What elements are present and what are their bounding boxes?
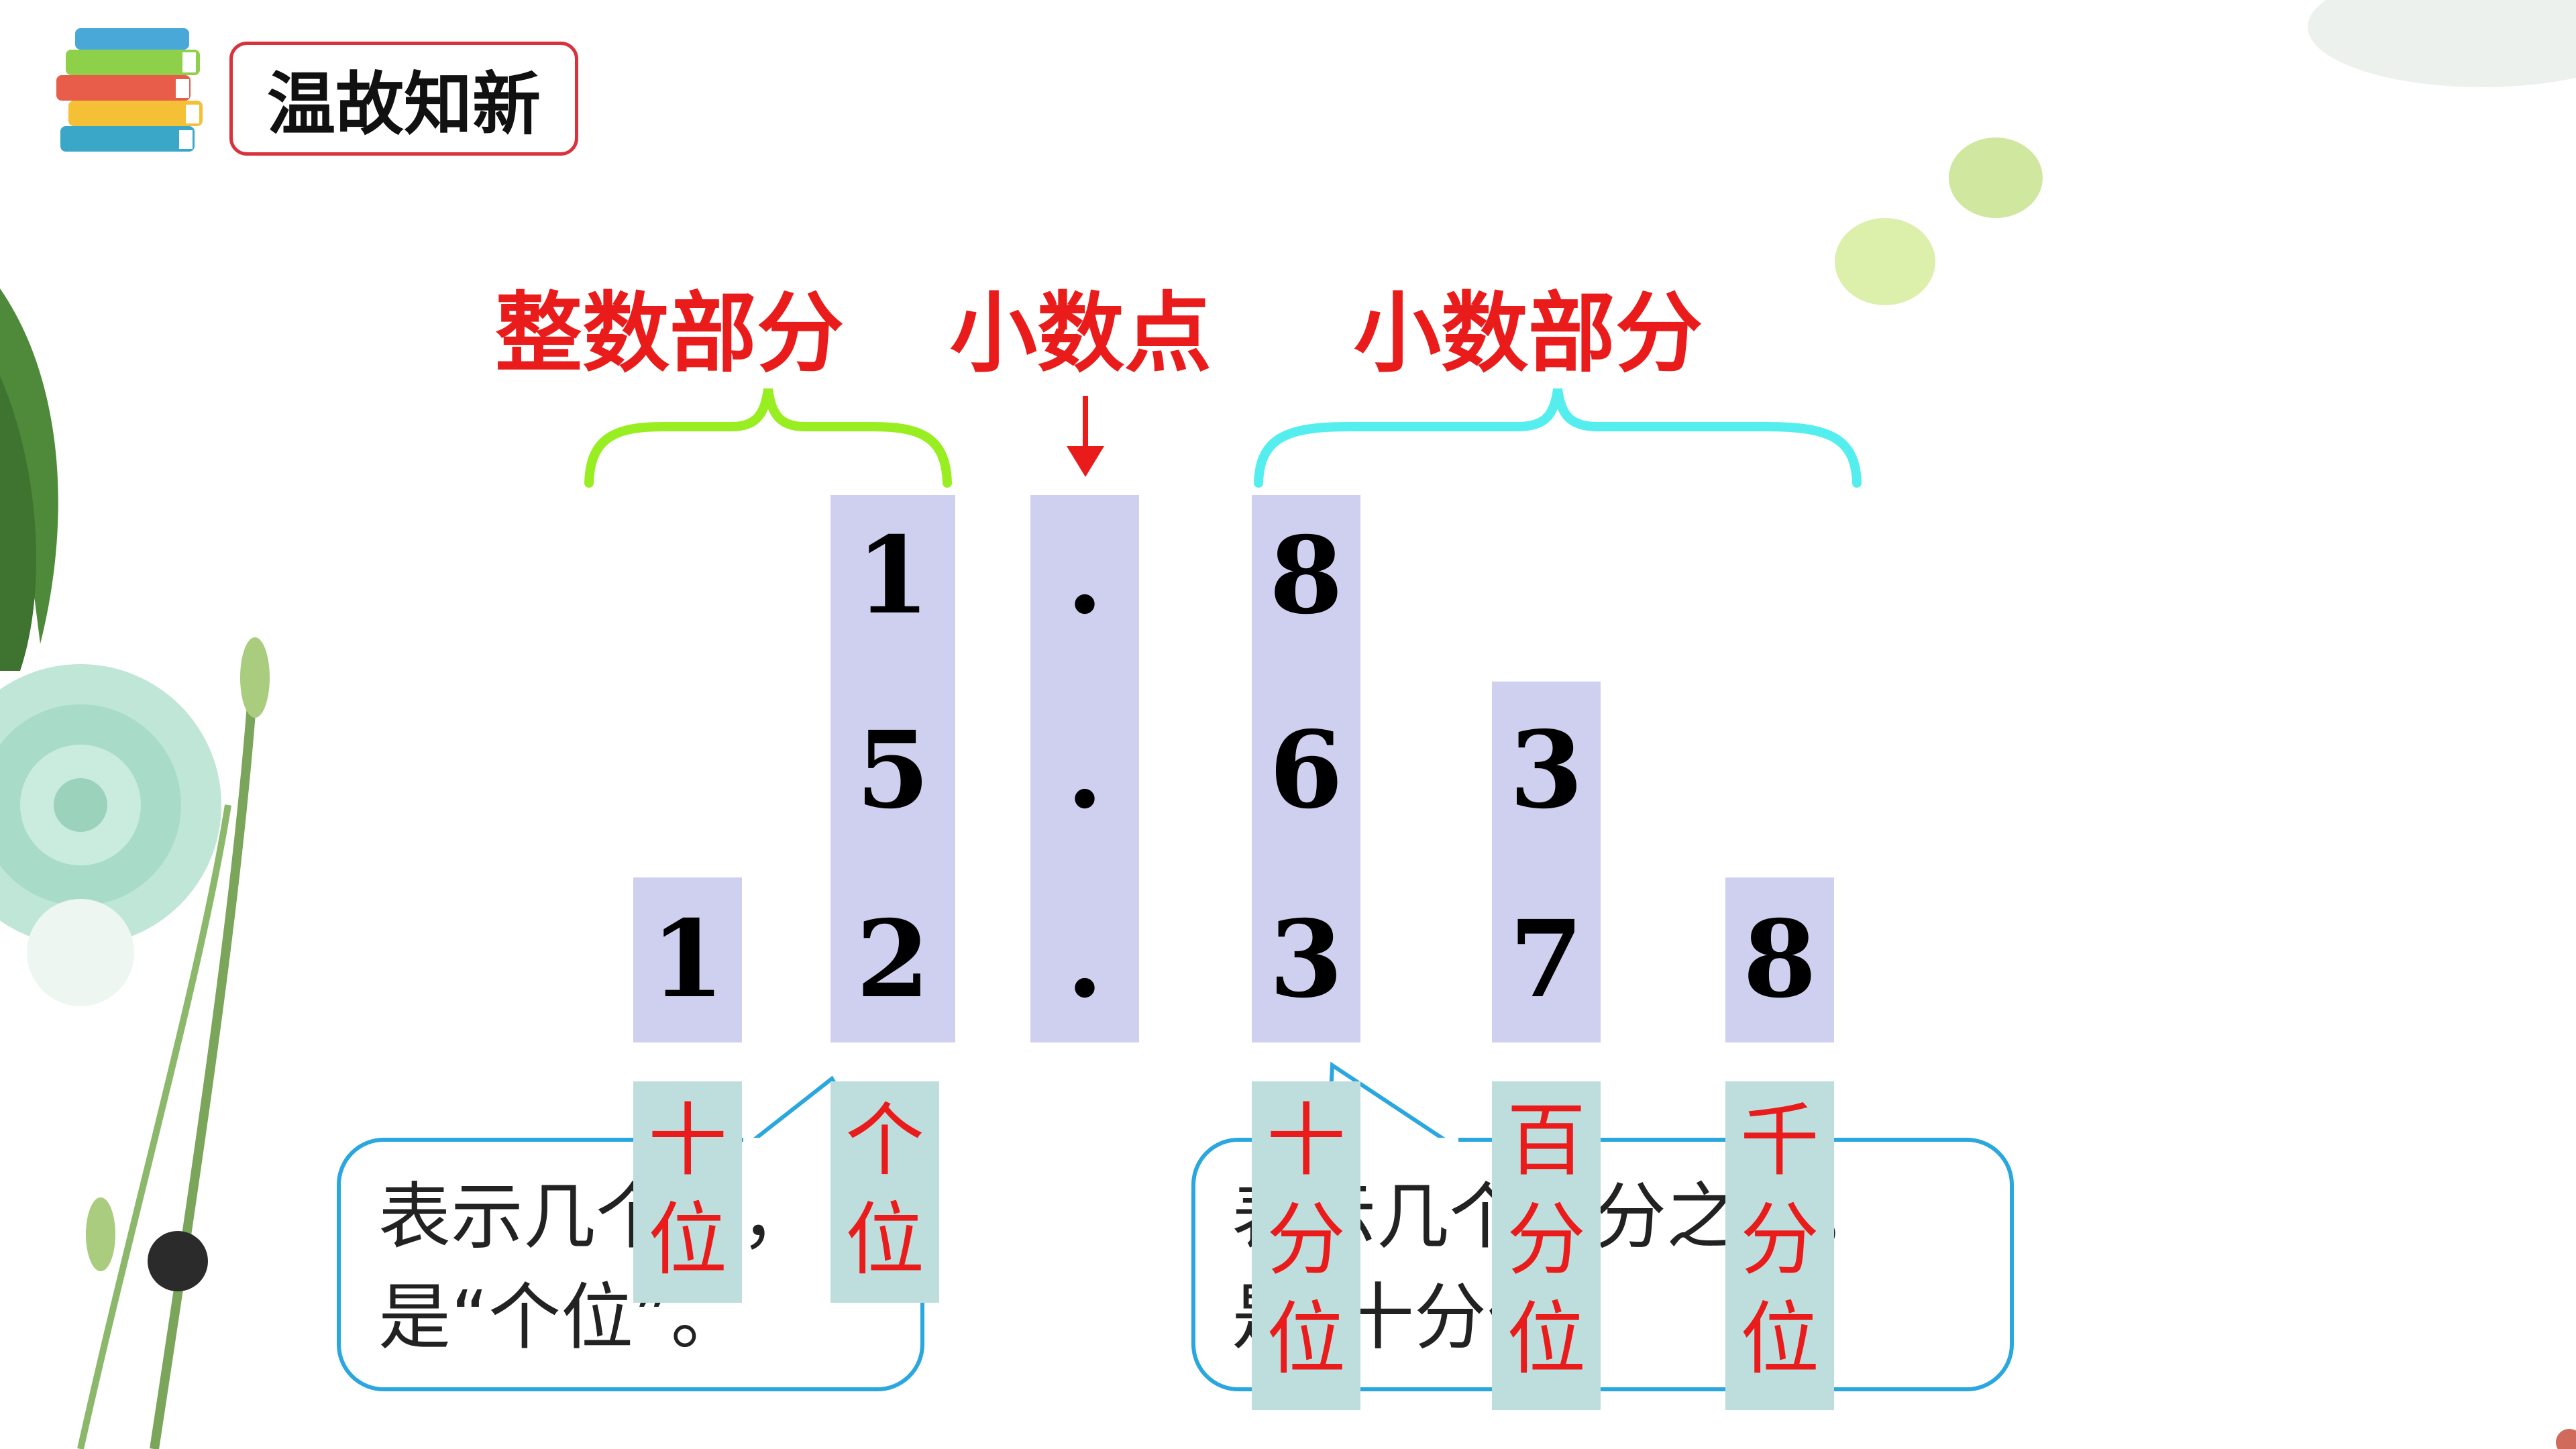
column-thousandths: 8 <box>1725 877 1834 1042</box>
place-label-thousandths-char3: 位 <box>1739 1293 1819 1385</box>
place-label-hundredths-char3: 位 <box>1506 1293 1586 1385</box>
column-ones: 1 5 2 <box>830 495 955 1042</box>
heading-decimal-point: 小数点 <box>950 282 1212 384</box>
brace-integer-part <box>584 388 952 488</box>
bubble-right-pointer-joint <box>1332 1138 1458 1143</box>
heading-integer-part: 整数部分 <box>495 282 845 384</box>
place-label-tenths-char1: 十 <box>1266 1094 1346 1187</box>
place-label-thousandths: 千 分 位 <box>1725 1081 1834 1410</box>
digit-row2-ones: 5 <box>856 708 930 833</box>
digit-row3-hundredths: 7 <box>1509 898 1583 1022</box>
heading-decimal-part: 小数部分 <box>1354 282 1703 384</box>
column-hundredths: 3 7 <box>1492 682 1601 1042</box>
arrow-down-icon <box>1067 446 1104 477</box>
place-label-thousandths-char1: 千 <box>1739 1094 1819 1187</box>
place-label-hundredths-char2: 分 <box>1506 1193 1586 1286</box>
digit-row3-thousandths: 8 <box>1743 898 1817 1022</box>
place-label-tens-char2: 位 <box>647 1193 727 1286</box>
place-label-tens-char1: 十 <box>647 1094 727 1187</box>
page-title: 温故知新 <box>229 42 578 156</box>
digit-row3-ones: 2 <box>856 898 930 1022</box>
brace-decimal-part <box>1254 388 1862 488</box>
place-label-tenths: 十 分 位 <box>1252 1081 1360 1410</box>
column-tenths: 8 6 3 <box>1252 495 1360 1042</box>
digit-row2-tenths: 6 <box>1269 708 1343 833</box>
point-row3: . <box>1066 898 1104 1022</box>
books-icon <box>56 28 203 152</box>
digit-row3-tens: 1 <box>651 898 724 1022</box>
column-decimal-point: . . . <box>1030 495 1139 1042</box>
digit-row2-hundredths: 3 <box>1509 708 1583 833</box>
place-label-ones-char2: 位 <box>845 1193 924 1286</box>
place-label-hundredths: 百 分 位 <box>1492 1081 1601 1410</box>
place-label-tenths-char3: 位 <box>1266 1293 1346 1385</box>
digit-row1-tenths: 8 <box>1269 514 1343 638</box>
place-label-thousandths-char2: 分 <box>1739 1193 1819 1286</box>
bubble-left-pointer-joint <box>743 1138 871 1143</box>
place-label-hundredths-char1: 百 <box>1506 1094 1586 1187</box>
digit-row3-tenths: 3 <box>1269 898 1343 1022</box>
column-tens: 1 <box>633 877 742 1042</box>
digit-row1-ones: 1 <box>856 514 930 638</box>
place-label-ones: 个 位 <box>830 1081 939 1303</box>
point-row2: . <box>1066 708 1104 833</box>
point-row1: . <box>1066 514 1104 638</box>
place-label-ones-char1: 个 <box>845 1094 924 1187</box>
bubble-left-text: 表示几个一， 是“个位”。 <box>378 1175 814 1360</box>
place-label-tens: 十 位 <box>633 1081 742 1303</box>
place-label-tenths-char2: 分 <box>1266 1193 1346 1286</box>
decimal-point-arrow <box>1083 396 1088 456</box>
